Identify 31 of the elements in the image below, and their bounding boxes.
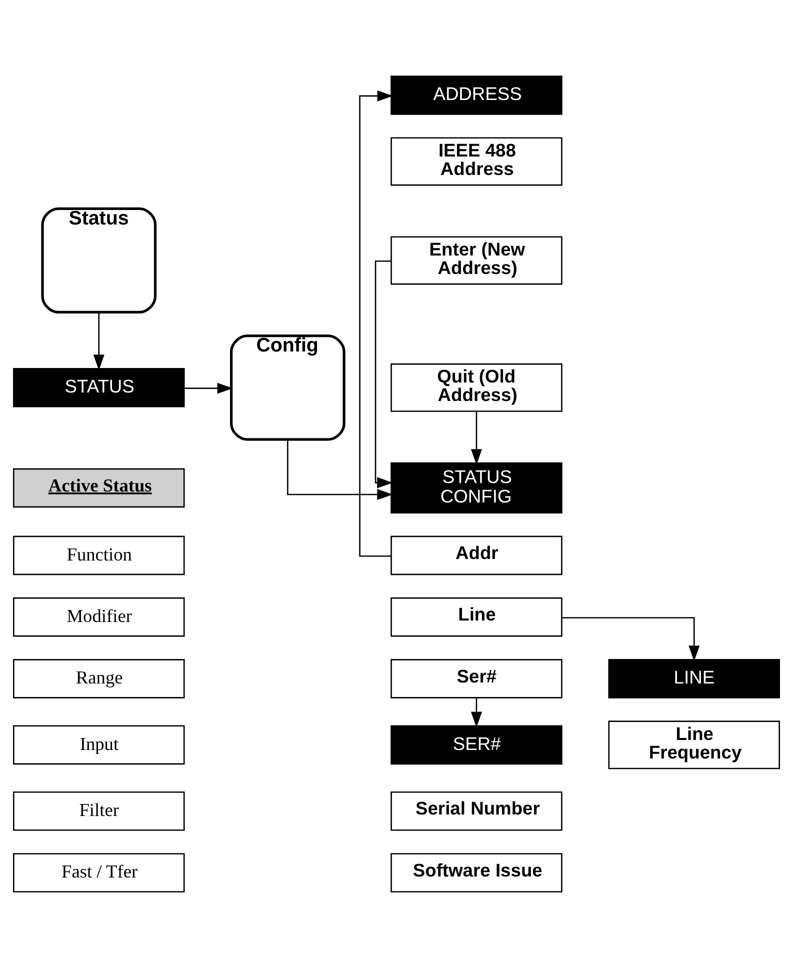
node-box: LINE <box>608 659 780 698</box>
arrow <box>562 617 700 662</box>
node-box: Quit (Old Address) <box>390 363 562 412</box>
node-box: Line <box>390 597 562 637</box>
arrow <box>359 90 394 557</box>
arrow <box>470 698 482 728</box>
node-box: Enter (New Address) <box>390 236 562 285</box>
node-box: Config <box>230 334 346 441</box>
node-box: ADDRESS <box>390 76 562 115</box>
node-box: IEEE 488 Address <box>390 137 562 186</box>
node-box: Range <box>13 659 185 698</box>
node-box: Ser# <box>390 659 562 698</box>
arrow <box>184 382 234 394</box>
node-box: STATUS CONFIG <box>390 462 562 514</box>
node-box: Function <box>13 536 185 576</box>
node-box: Line Frequency <box>608 720 780 770</box>
node-box: Software Issue <box>390 853 562 892</box>
node-box: Serial Number <box>390 791 562 831</box>
node-box: SER# <box>390 725 562 765</box>
arrow <box>287 440 393 500</box>
arrow <box>93 312 104 370</box>
arrow <box>470 411 482 465</box>
node-box: Active Status <box>13 468 185 508</box>
node-box: STATUS <box>13 368 185 408</box>
arrow <box>374 260 393 488</box>
node-box: Status <box>41 207 157 314</box>
node-box: Input <box>13 725 185 765</box>
node-box: Modifier <box>13 597 185 637</box>
node-box: Filter <box>13 791 185 831</box>
node-box: Addr <box>390 536 562 576</box>
node-box: Fast / Tfer <box>13 853 185 892</box>
